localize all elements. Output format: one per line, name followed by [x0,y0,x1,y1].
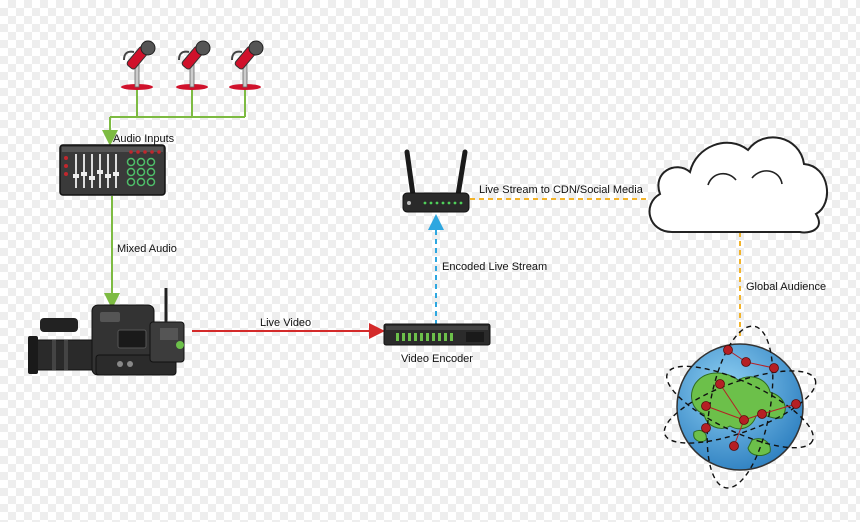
global-audience-label: Global Audience [746,281,826,293]
encoded-live-stream-label: Encoded Live Stream [442,261,547,273]
video-encoder-icon [383,323,491,346]
microphone-icon [121,40,156,90]
video-encoder-label: Video Encoder [401,353,473,365]
audio-inputs-label: Audio Inputs [113,133,175,145]
microphone-icon [176,40,211,90]
microphone-icon [229,40,264,90]
cloud-icon [648,136,829,234]
live-video-label: Live Video [260,317,311,329]
live-stream-cdn-label: Live Stream to CDN/Social Media [479,184,644,196]
router-icon [402,149,470,213]
camera-icon [28,288,185,376]
audio-mixer-icon [59,144,166,196]
globe-icon [663,325,817,489]
mixed-audio-label: Mixed Audio [117,243,177,255]
audio-input-lines [102,88,246,146]
